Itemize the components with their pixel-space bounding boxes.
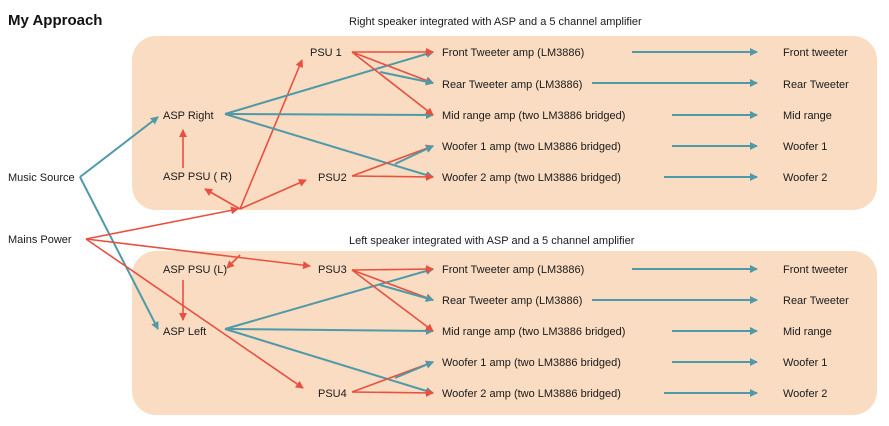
right-speaker-mid-range: Mid range [783, 110, 832, 122]
power-to-asp-psu-l-arrow [226, 254, 241, 269]
psu1-to-mid-range-amp-arrow [351, 51, 434, 116]
page-title: My Approach [8, 12, 102, 29]
right-panel-title: Right speaker integrated with ASP and a … [349, 16, 642, 28]
asp-right-to-woofer-2-amp-arrow [224, 113, 434, 179]
asp-left-to-mid-range-amp-arrow [224, 326, 434, 335]
left-speaker-panel [132, 251, 877, 415]
left-speaker-front-tweeter: Front tweeter [783, 264, 848, 276]
left-amp-front-tweeter: Front Tweeter amp (LM3886) [442, 264, 584, 276]
mains-power-label: Mains Power [8, 234, 72, 246]
right-speaker-panel [132, 36, 877, 210]
signal-to-left-woofer-1-amp-arrow [394, 361, 434, 379]
power-to-psu1-arrow [239, 59, 304, 210]
mains-to-psu3-arrow [85, 238, 311, 270]
music-to-asp-left-arrow [79, 176, 159, 330]
asp-right-label: ASP Right [163, 110, 214, 122]
signal-to-woofer-1-amp-arrow [394, 145, 434, 165]
left-speaker-rear-tweeter: Rear Tweeter [783, 295, 849, 307]
signal-to-rear-tweeter-amp-arrow [379, 71, 434, 86]
right-speaker-rear-tweeter: Rear Tweeter [783, 79, 849, 91]
asp-right-to-mid-range-amp-arrow [224, 110, 434, 119]
connection-arrows [79, 48, 758, 397]
left-amp-mid-range: Mid range amp (two LM3886 bridged) [442, 326, 625, 338]
music-source-label: Music Source [8, 172, 75, 184]
asp-psu-right-label: ASP PSU ( R) [163, 171, 232, 183]
left-speaker-woofer-1: Woofer 1 [783, 357, 827, 369]
right-amp-rear-tweeter: Rear Tweeter amp (LM3886) [442, 79, 582, 91]
psu3-to-mid-range-amp-arrow [351, 269, 434, 332]
left-panel-title: Left speaker integrated with ASP and a 5… [349, 235, 635, 247]
left-speaker-mid-range: Mid range [783, 326, 832, 338]
left-amp-woofer-2: Woofer 2 amp (two LM3886 bridged) [442, 388, 621, 400]
psu-3-label: PSU3 [318, 264, 347, 276]
left-speaker-woofer-2: Woofer 2 [783, 388, 827, 400]
asp-left-label: ASP Left [163, 326, 206, 338]
psu-2-label: PSU2 [318, 172, 347, 184]
left-amp-woofer-1: Woofer 1 amp (two LM3886 bridged) [442, 357, 621, 369]
music-to-asp-right-arrow [79, 116, 159, 178]
psu2-to-woofer-2-amp-arrow [351, 172, 434, 181]
psu-1-label: PSU 1 [310, 47, 342, 59]
psu2-to-woofer-1-amp-arrow [351, 144, 434, 177]
psu3-to-rear-tweeter-amp-arrow [351, 269, 434, 302]
right-amp-front-tweeter: Front Tweeter amp (LM3886) [442, 47, 584, 59]
psu4-to-woofer-2-amp-arrow [351, 388, 434, 397]
right-amp-woofer-1: Woofer 1 amp (two LM3886 bridged) [442, 141, 621, 153]
left-amp-rear-tweeter: Rear Tweeter amp (LM3886) [442, 295, 582, 307]
mains-to-psu4-arrow [85, 238, 304, 389]
right-speaker-front-tweeter: Front tweeter [783, 47, 848, 59]
power-to-psu2-arrow [239, 179, 307, 210]
power-to-asp-psu-r-arrow [204, 188, 241, 210]
asp-psu-left-label: ASP PSU (L) [163, 264, 227, 276]
asp-left-to-woofer-2-amp-arrow [224, 328, 434, 395]
signal-to-left-rear-tweeter-amp-arrow [379, 284, 434, 302]
psu1-to-rear-tweeter-amp-arrow [351, 51, 434, 85]
psu-4-label: PSU4 [318, 388, 347, 400]
right-amp-mid-range: Mid range amp (two LM3886 bridged) [442, 110, 625, 122]
asp-left-to-front-tweeter-amp-arrow [224, 267, 434, 330]
right-speaker-woofer-2: Woofer 2 [783, 172, 827, 184]
right-speaker-woofer-1: Woofer 1 [783, 141, 827, 153]
asp-right-to-front-tweeter-amp-arrow [224, 50, 434, 115]
mains-to-junction-line [85, 206, 239, 240]
psu3-to-front-tweeter-amp-arrow [351, 265, 434, 274]
right-amp-woofer-2: Woofer 2 amp (two LM3886 bridged) [442, 172, 621, 184]
